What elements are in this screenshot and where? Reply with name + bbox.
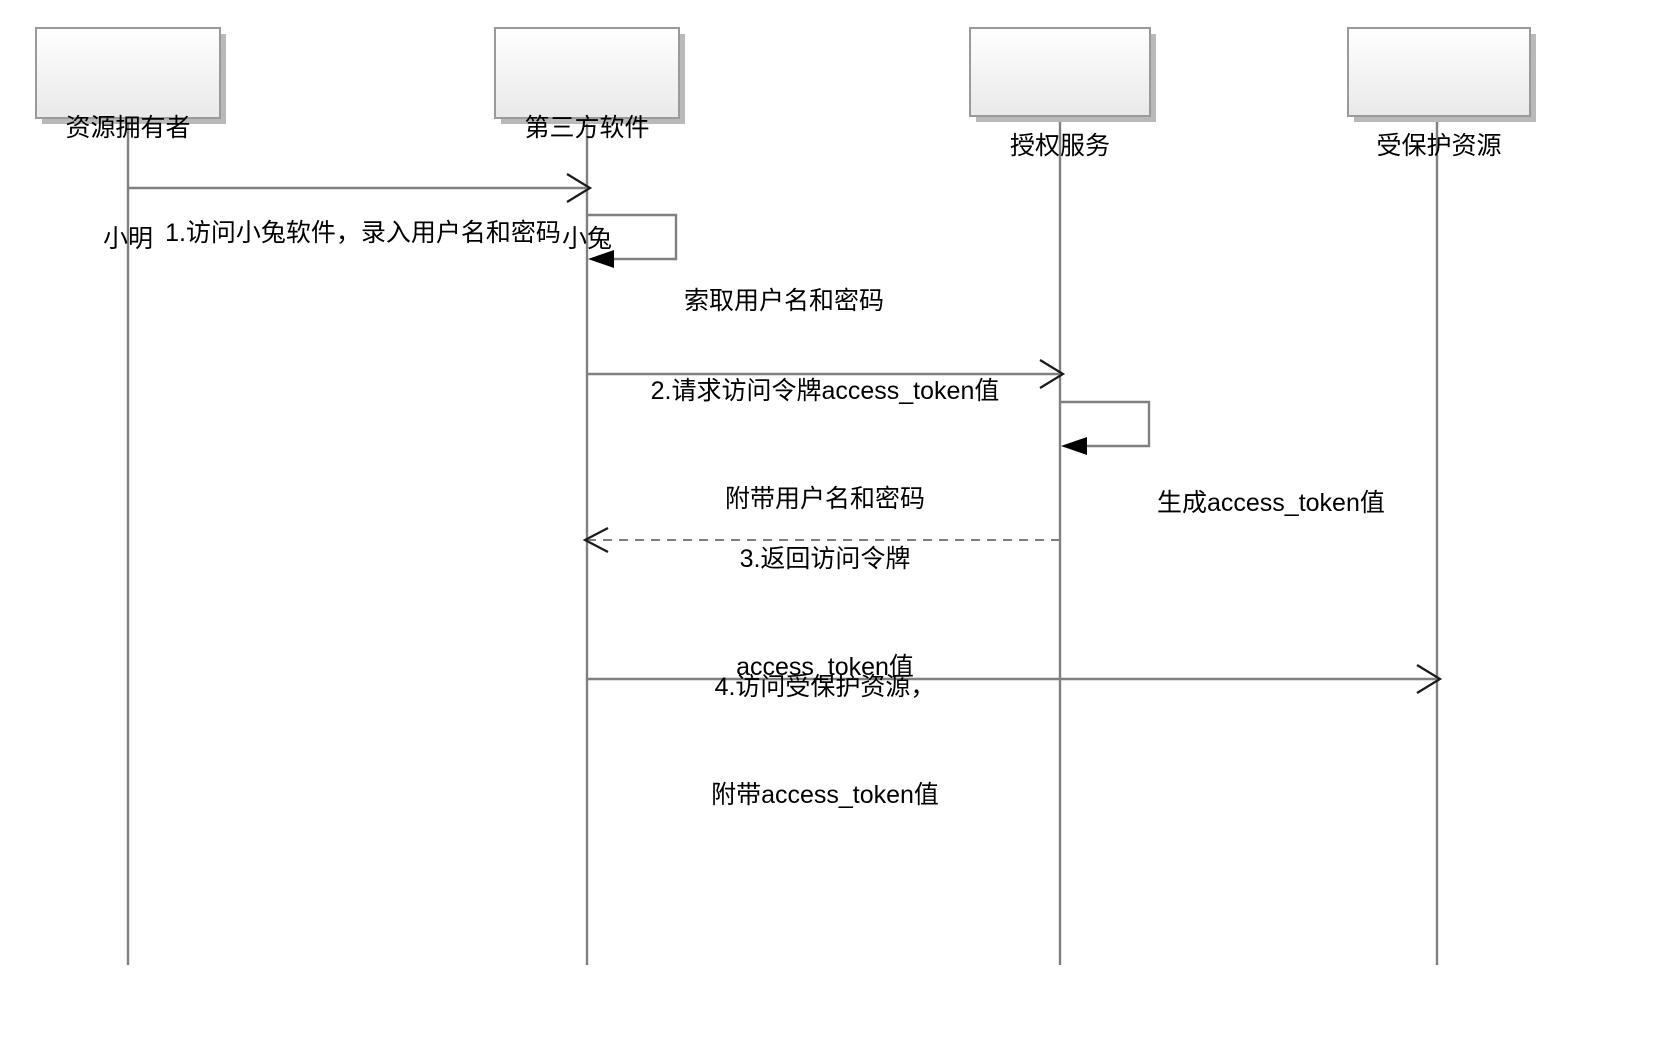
message-label-line: 1.访问小兔软件，录入用户名和密码: [165, 219, 561, 247]
message-label-line: access_token值: [736, 653, 914, 681]
message-label-1: 1.访问小兔软件，录入用户名和密码: [138, 143, 588, 323]
arrowhead-open-2: [1039, 359, 1066, 389]
message-label-2: 2.请求访问令牌access_token值 附带用户名和密码: [595, 301, 1055, 589]
participant-label-line: 授权服务: [1009, 132, 1110, 160]
participant-box-resource-owner[interactable]: [35, 27, 221, 119]
arrowhead-filled-1: [588, 250, 614, 268]
message-label-3: 3.返回访问令牌 access_token值: [595, 469, 1055, 757]
participant-label-line: 小明: [102, 225, 153, 253]
message-arrow-4: [587, 664, 1443, 694]
message-label-line: 2.请求访问令牌access_token值: [650, 377, 1000, 405]
arrowhead-open-1: [566, 173, 593, 203]
message-label-line: 索取用户名和密码: [684, 287, 885, 315]
participant-label-third-party-app: 第三方软件 小兔: [495, 36, 679, 332]
participant-box-protected-resource[interactable]: [1347, 27, 1531, 117]
self-message-generate-token: [1061, 400, 1151, 455]
self-message-ask-credentials: [588, 213, 678, 268]
message-label-line: 生成access_token值: [1157, 489, 1385, 517]
arrowhead-filled-2: [1061, 437, 1087, 455]
message-arrow-3: [582, 527, 1060, 553]
message-label-line: 3.返回访问令牌: [739, 545, 911, 573]
message-label-line: 4.访问受保护资源，: [714, 673, 936, 701]
message-arrow-2: [587, 359, 1066, 389]
message-label-line: 附带用户名和密码: [724, 485, 925, 513]
message-arrow-1: [128, 173, 593, 203]
self-message-label-2: 生成access_token值: [1157, 413, 1385, 593]
participant-box-authorization-service[interactable]: [969, 27, 1151, 117]
participant-box-third-party-app[interactable]: [494, 27, 680, 119]
self-loop-path-2: [1061, 400, 1151, 448]
participant-label-line: 第三方软件: [524, 114, 650, 142]
arrowhead-open-3: [582, 527, 609, 553]
participant-label-authorization-service: 授权服务: [970, 54, 1150, 239]
participant-label-protected-resource: 受保护资源: [1348, 54, 1530, 239]
message-label-4: 4.访问受保护资源， 附带access_token值: [595, 597, 1055, 885]
participant-label-resource-owner: 资源拥有者 小明: [36, 36, 220, 332]
message-label-line: 附带access_token值: [711, 781, 939, 809]
participant-boxes: [35, 27, 1536, 124]
self-message-label-1: 索取用户名和密码: [684, 211, 884, 391]
participant-label-line: 受保护资源: [1376, 132, 1502, 160]
participant-label-line: 资源拥有者: [65, 114, 191, 142]
self-loop-path-1: [588, 213, 678, 261]
participant-label-line: 小兔: [561, 225, 612, 253]
arrowhead-open-4: [1416, 664, 1443, 694]
